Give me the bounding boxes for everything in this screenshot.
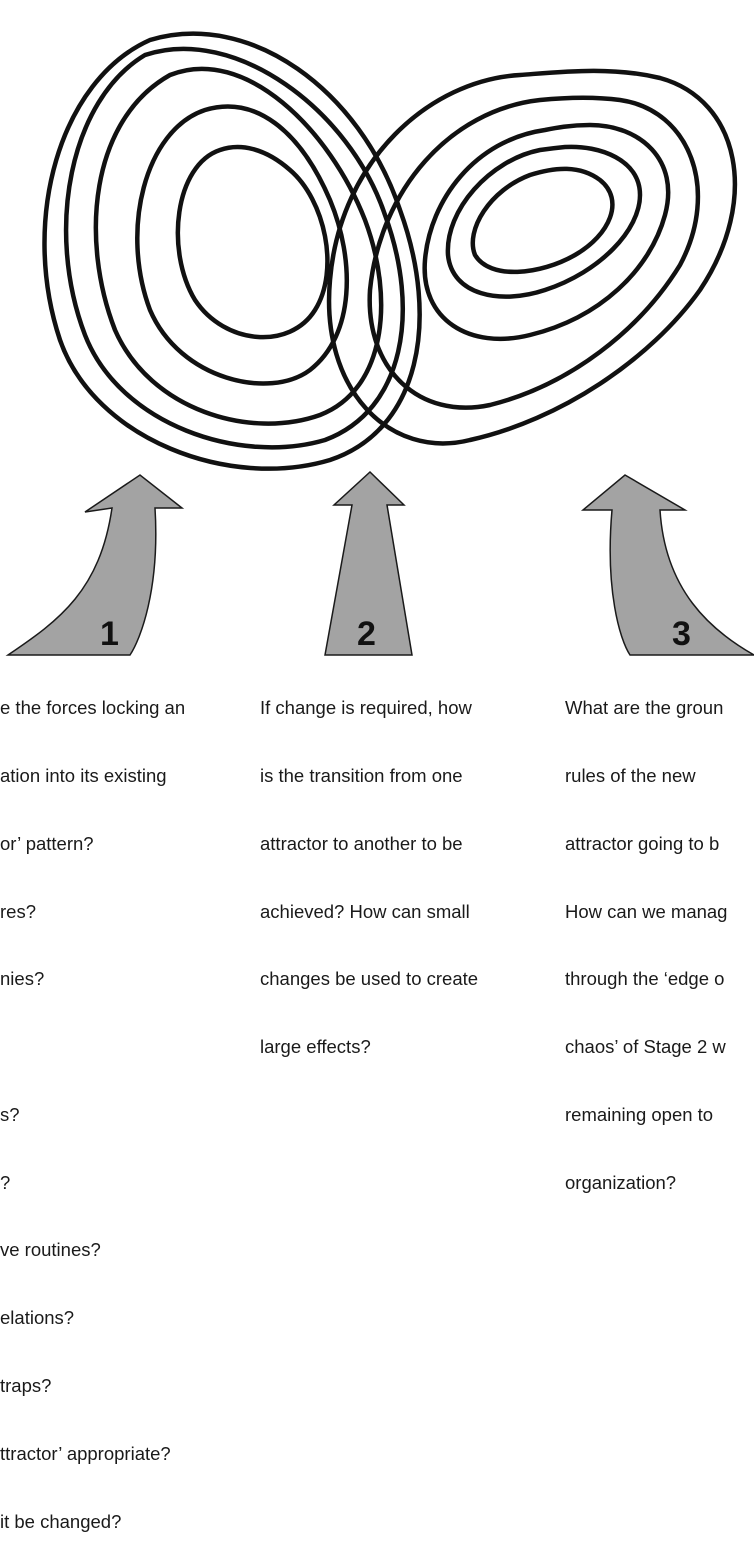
stage-1-line: e the forces locking an	[0, 697, 185, 720]
stage-2-line: attractor to another to be	[260, 833, 478, 856]
stage-1-line	[0, 1036, 185, 1059]
stage-1-line: traps?	[0, 1375, 185, 1398]
right-attractor-loops	[329, 71, 735, 444]
stage-1-number: 1	[100, 615, 119, 653]
stage-2-line: changes be used to create	[260, 968, 478, 991]
stage-3-arrow-shape	[583, 475, 754, 655]
left-loop-5	[178, 147, 328, 337]
stage-1-arrow-shape	[8, 475, 182, 655]
stage-3-line: attractor going to b	[565, 833, 754, 856]
stage-1-line: elations?	[0, 1307, 185, 1330]
stage-1-line: res?	[0, 901, 185, 924]
stage-2-line: is the transition from one	[260, 765, 478, 788]
stage-3-line: How can we manag	[565, 901, 754, 924]
stage-1-line: ation into its existing	[0, 765, 185, 788]
stage-3-number: 3	[672, 615, 691, 653]
stage-2-questions: If change is required, how is the transi…	[260, 652, 478, 1081]
stage-3-line: through the ‘edge o	[565, 968, 754, 991]
stage-1-arrow: 1	[8, 475, 182, 655]
stage-2-line: achieved? How can small	[260, 901, 478, 924]
stage-1-line: nies?	[0, 968, 185, 991]
stage-3-line: chaos’ of Stage 2 w	[565, 1036, 754, 1059]
stage-2-arrow: 2	[325, 472, 412, 655]
stage-1-line: or’ pattern?	[0, 833, 185, 856]
stage-3-line: What are the groun	[565, 697, 754, 720]
stage-1-questions: e the forces locking an ation into its e…	[0, 652, 185, 1556]
right-loop-3	[425, 125, 669, 339]
stage-3-line: organization?	[565, 1172, 754, 1195]
stage-2-line: large effects?	[260, 1036, 478, 1059]
stage-1-line: s?	[0, 1104, 185, 1127]
right-loop-5	[473, 169, 613, 272]
stage-3-line: rules of the new	[565, 765, 754, 788]
stage-3-line: remaining open to	[565, 1104, 754, 1127]
stage-2-number: 2	[357, 615, 376, 653]
stage-3-questions: What are the groun rules of the new attr…	[565, 652, 754, 1217]
stage-1-line: ttractor’ appropriate?	[0, 1443, 185, 1466]
stage-1-line: ?	[0, 1172, 185, 1195]
stage-3-arrow: 3	[583, 475, 754, 655]
stage-1-line: it be changed?	[0, 1511, 185, 1534]
stage-1-line: ve routines?	[0, 1239, 185, 1262]
stage-2-line: If change is required, how	[260, 697, 478, 720]
